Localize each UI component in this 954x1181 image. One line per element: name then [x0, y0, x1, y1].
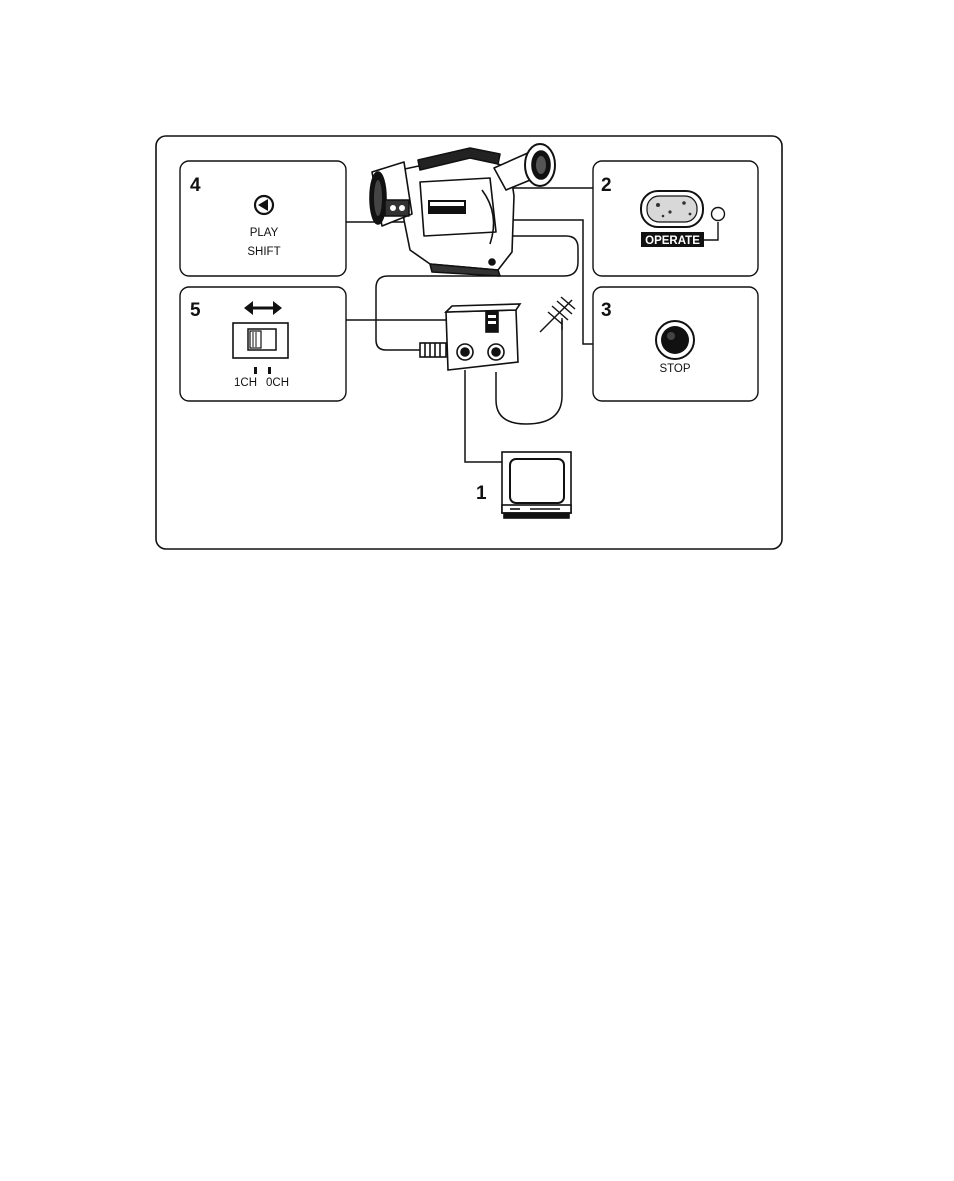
play-label: PLAY — [250, 227, 279, 239]
switch-label-1ch: 1CH — [234, 377, 257, 389]
step-number-5: 5 — [190, 300, 201, 321]
step-number-4: 4 — [190, 175, 201, 196]
stop-label: STOP — [659, 363, 690, 375]
step-number-1: 1 — [476, 483, 487, 504]
tv-icon — [502, 452, 571, 518]
switch-tick-0ch — [268, 367, 271, 374]
panel-step-2: 2 OPERATE — [593, 161, 758, 276]
stop-button[interactable] — [656, 321, 694, 359]
panel-step-5: 5 1CH 0CH — [180, 287, 346, 401]
switch-label-0ch: 0CH — [266, 377, 289, 389]
step-number-3: 3 — [601, 300, 612, 321]
camcorder-icon — [370, 144, 555, 276]
operate-lamp-icon — [712, 208, 725, 221]
step-number-2: 2 — [601, 175, 612, 196]
antenna-icon — [540, 297, 575, 332]
operate-label: OPERATE — [645, 235, 700, 247]
rf-adaptor-icon — [420, 304, 520, 370]
shift-label: SHIFT — [247, 246, 280, 258]
panel-step-3: 3 STOP — [593, 287, 758, 401]
operate-button[interactable] — [641, 191, 703, 227]
panel-step-4: 4 PLAY SHIFT — [180, 161, 346, 276]
channel-switch[interactable] — [233, 323, 288, 358]
play-left-arrow-icon — [255, 196, 273, 214]
switch-tick-1ch — [254, 367, 257, 374]
